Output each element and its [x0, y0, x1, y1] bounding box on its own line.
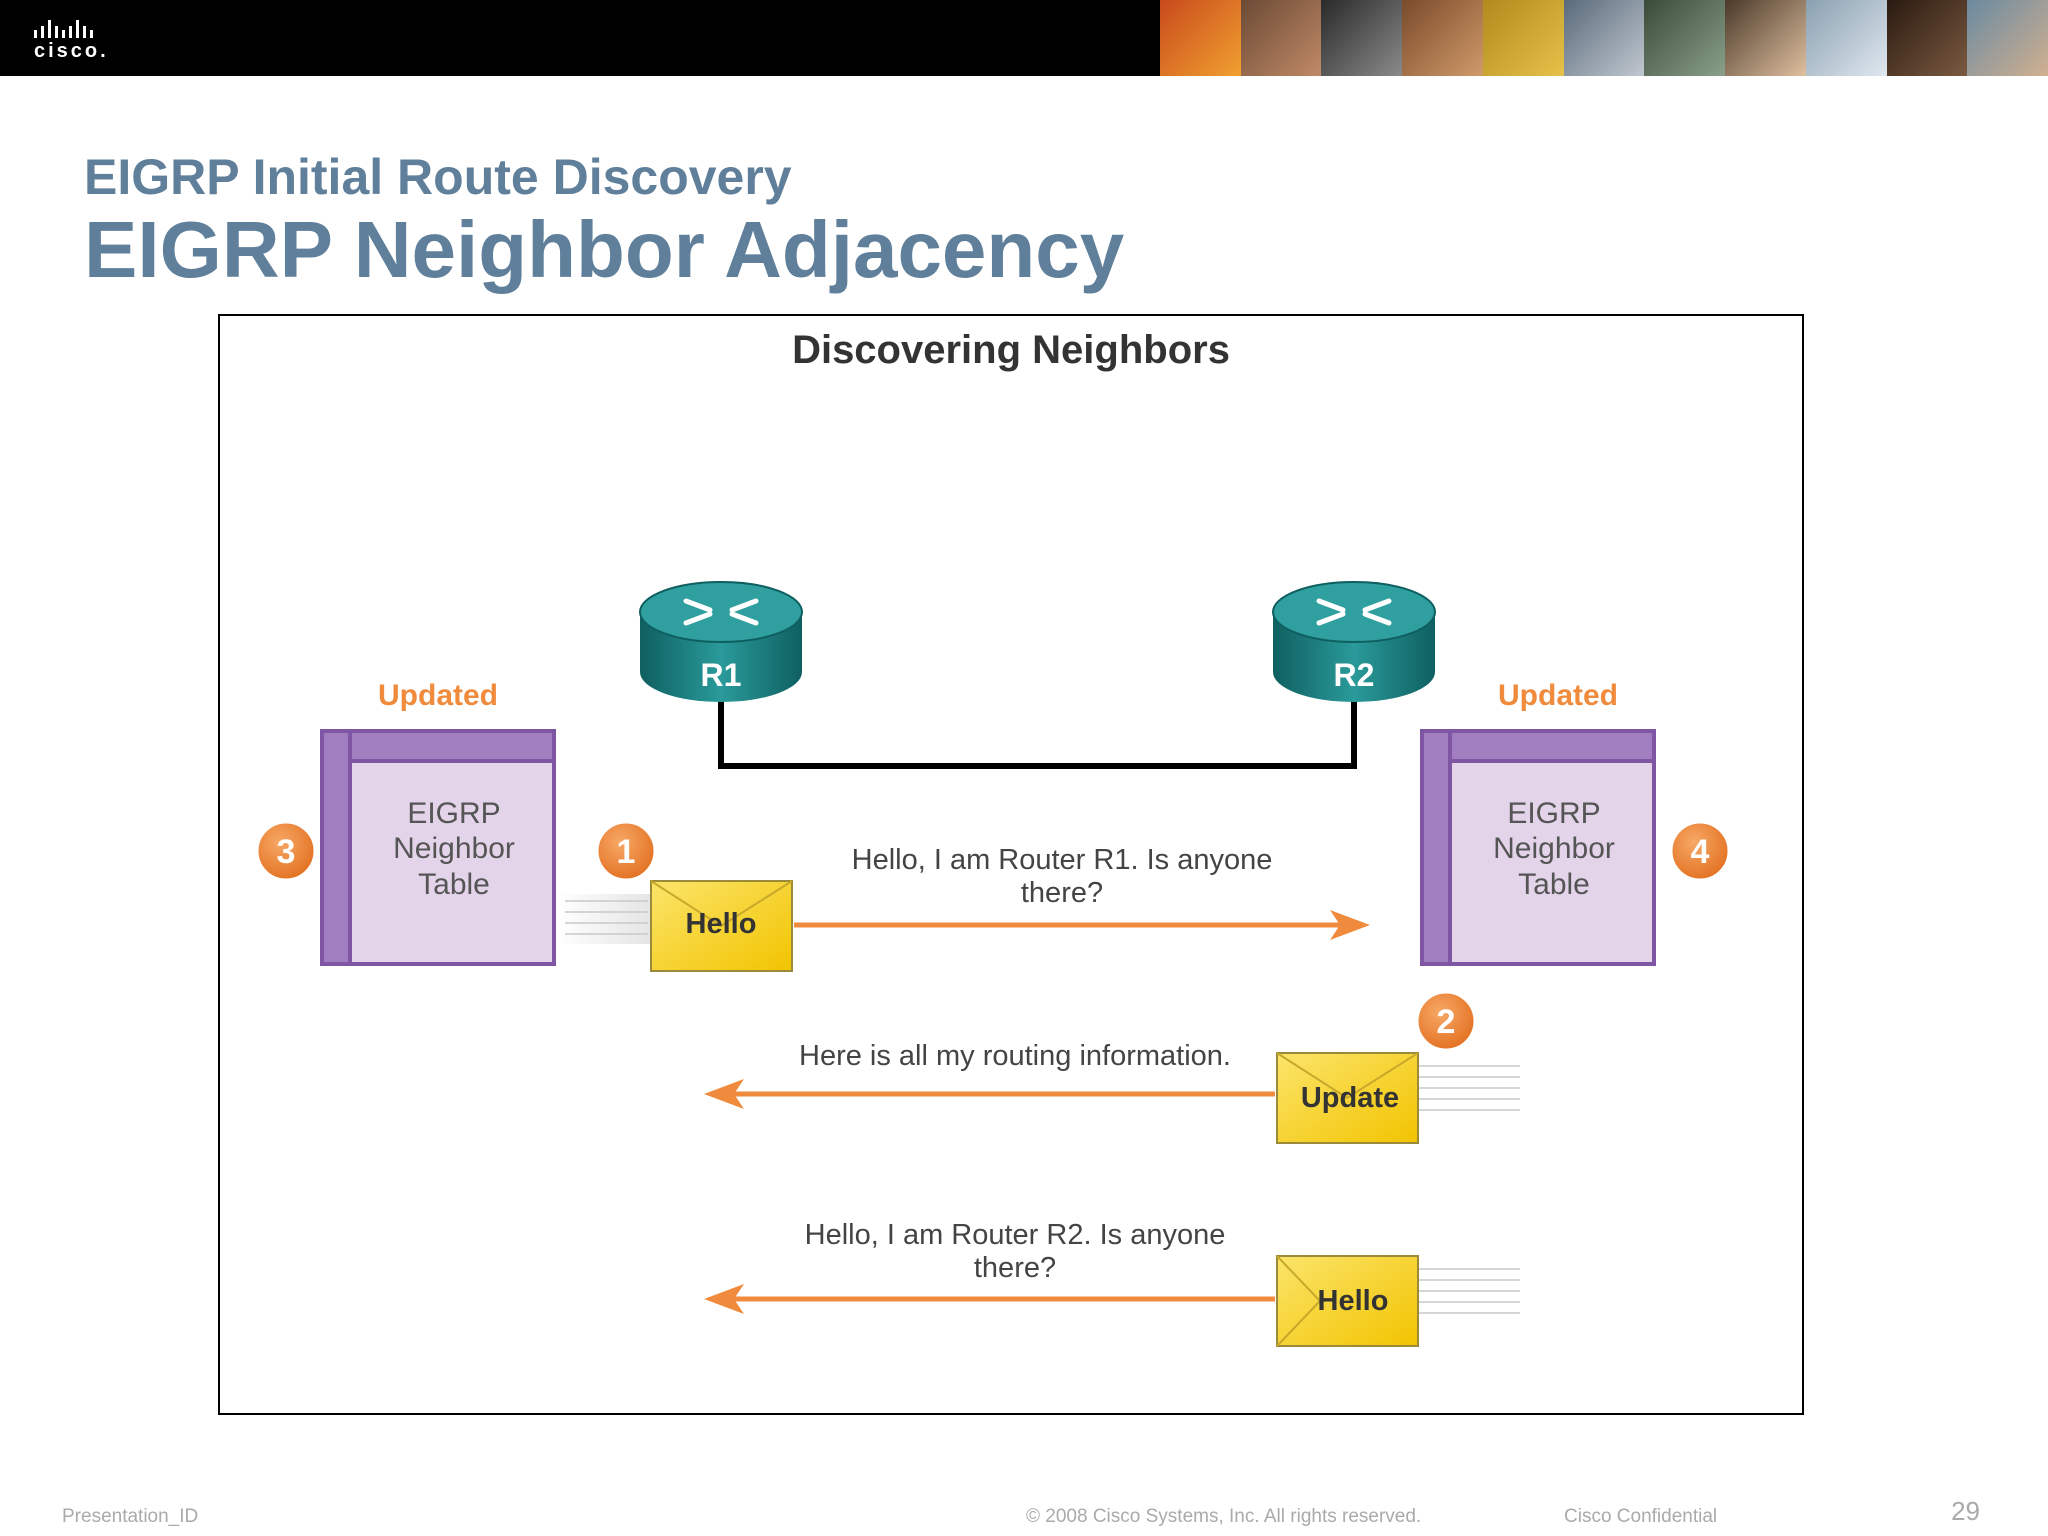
- router-link: [718, 696, 1357, 769]
- router-arrows-icon: [1316, 598, 1392, 626]
- table-text-line3: Table: [1518, 868, 1590, 901]
- banner-photo: [1402, 0, 1483, 76]
- table-updated-label: Updated: [1498, 679, 1618, 712]
- router-r2: R2: [1272, 581, 1436, 702]
- router-arrows-icon: [683, 598, 759, 626]
- arrow-right-icon: [1330, 910, 1370, 940]
- message-text: Here is all my routing information.: [799, 1040, 1231, 1072]
- page-number: 29: [1951, 1496, 1980, 1526]
- diagram-title: Discovering Neighbors: [792, 328, 1230, 372]
- message-hello-r2: Hello Hello, I am Router R2. Is anyone t…: [704, 1219, 1520, 1347]
- packet-label: Update: [1301, 1082, 1399, 1114]
- banner-photo: [1563, 0, 1645, 76]
- footer-copyright: © 2008 Cisco Systems, Inc. All rights re…: [1026, 1506, 1422, 1527]
- table-text-line1: EIGRP: [1507, 797, 1600, 830]
- step-number: 3: [277, 833, 296, 871]
- router-r2-label: R2: [1334, 657, 1375, 693]
- table-text-line2: Neighbor: [1493, 832, 1615, 865]
- arrow-left-icon: [704, 1079, 744, 1109]
- neighbor-table-r2: Updated EIGRP Neighbor Table: [1420, 679, 1656, 966]
- top-banner: cisco.: [0, 0, 2048, 76]
- message-hello-r1: 1 Hello Hello, I am Router R1. Is anyone…: [558, 820, 1370, 972]
- banner-photo: [1482, 0, 1564, 76]
- logo-text: cisco.: [34, 40, 109, 62]
- router-r1: R1: [639, 581, 803, 702]
- table-text-line2: Neighbor: [393, 832, 515, 865]
- neighbor-table-r1: Updated EIGRP Neighbor Table: [320, 679, 556, 966]
- banner-photo: [1886, 0, 1968, 76]
- step-number: 4: [1691, 833, 1710, 871]
- footer-presentation-id: Presentation_ID: [62, 1506, 199, 1527]
- step-badge-1: [595, 820, 657, 882]
- table-text-line1: EIGRP: [407, 797, 500, 830]
- slide-subtitle: EIGRP Initial Route Discovery: [84, 149, 792, 205]
- message-text: there?: [974, 1252, 1056, 1284]
- photo-strip: [1160, 0, 2048, 76]
- table-updated-label: Updated: [378, 679, 498, 712]
- envelope-icon: [1276, 1052, 1419, 1144]
- step-badge-3: 3: [255, 820, 317, 882]
- table-text-line3: Table: [418, 868, 490, 901]
- step-badge-2: [1415, 990, 1477, 1052]
- message-text: there?: [1021, 877, 1103, 909]
- step-number: 2: [1437, 1003, 1456, 1041]
- step-badge-4: 4: [1669, 820, 1731, 882]
- packet-label: Hello: [686, 908, 757, 940]
- banner-photo: [1321, 0, 1403, 76]
- banner-photo: [1725, 0, 1806, 76]
- banner-photo: [1160, 0, 1241, 76]
- router-r1-label: R1: [701, 657, 742, 693]
- banner-photo: [1644, 0, 1726, 76]
- message-text: Hello, I am Router R1. Is anyone: [852, 844, 1273, 876]
- envelope-icon: [1276, 1255, 1419, 1347]
- envelope-icon: [650, 880, 793, 972]
- banner-photo: [1805, 0, 1887, 76]
- footer-confidential: Cisco Confidential: [1564, 1506, 1718, 1527]
- packet-label: Hello: [1318, 1285, 1389, 1317]
- banner-photo: [1240, 0, 1322, 76]
- banner-photo: [1967, 0, 2048, 76]
- message-update-r2: 2 Update Here is all my routing informat…: [704, 990, 1520, 1144]
- diagram-canvas: R1 R2 Updated EIGRP Neighbor Table: [255, 581, 1731, 1347]
- arrow-left-icon: [704, 1284, 744, 1314]
- step-number: 1: [617, 833, 636, 871]
- cisco-logo-icon: [34, 20, 93, 38]
- message-text: Hello, I am Router R2. Is anyone: [805, 1219, 1226, 1251]
- diagram-frame: Discovering Neighbors: [218, 314, 1804, 1415]
- slide-title: EIGRP Neighbor Adjacency: [84, 205, 1125, 294]
